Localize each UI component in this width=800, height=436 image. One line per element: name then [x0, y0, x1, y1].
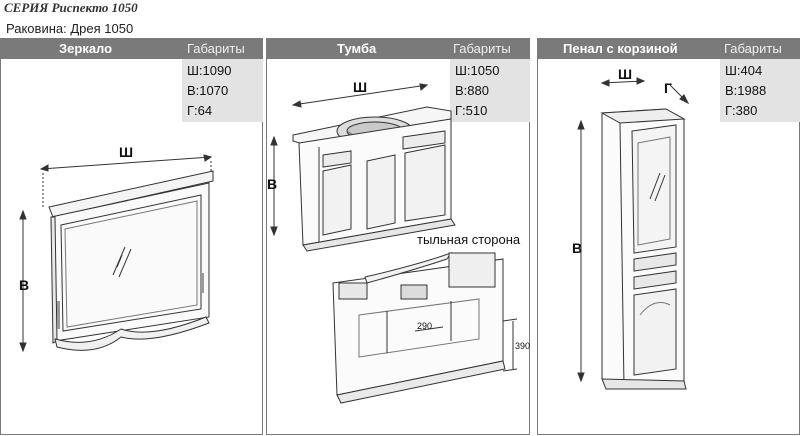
vanity-height-value: В:880 [455, 83, 489, 98]
sink-subtitle: Раковина: Дрея 1050 [6, 21, 134, 36]
mirror-width-value: Ш:1090 [187, 63, 232, 78]
vanity-panel-header: Тумба Габариты [267, 39, 529, 59]
tall-cabinet-height-label: В [572, 240, 582, 256]
mirror-height-label: В [19, 277, 29, 293]
mirror-dims-heading: Габариты [187, 41, 245, 56]
vanity-width-label: Ш [353, 79, 367, 95]
vanity-depth-value: Г:510 [455, 103, 488, 118]
vanity-back-opening-value: 290 [417, 321, 432, 331]
tall-cabinet-panel-header: Пенал с корзиной Габариты [538, 39, 799, 59]
vanity-height-label: В [267, 176, 277, 192]
vanity-width-value: Ш:1050 [455, 63, 500, 78]
mirror-panel: Зеркало Габариты Ш:1090 В:1070 Г:64 [0, 38, 263, 435]
mirror-drawing: Ш В [19, 144, 214, 353]
mirror-height-value: В:1070 [187, 83, 229, 98]
tall-cabinet-dims-box: Ш:404 В:1988 Г:380 [720, 59, 800, 122]
vanity-drawing: Ш В тыльная сторона 290 390 [267, 79, 530, 404]
vanity-back-label: тыльная сторона [417, 232, 521, 247]
mirror-depth-value: Г:64 [187, 103, 213, 118]
mirror-dims-box: Ш:1090 В:1070 Г:64 [182, 59, 263, 122]
tall-cabinet-width-label: Ш [618, 66, 632, 82]
tall-cabinet-width-value: Ш:404 [725, 63, 763, 78]
tall-cabinet-panel: Пенал с корзиной Габариты Ш:404 В:1988 Г… [537, 38, 800, 435]
tall-cabinet-panel-title: Пенал с корзиной [563, 41, 678, 56]
mirror-width-label: Ш [119, 144, 133, 160]
mirror-panel-header: Зеркало Габариты [1, 39, 262, 59]
mirror-panel-title: Зеркало [59, 41, 113, 56]
series-title: СЕРИЯ Риспекто 1050 [4, 0, 138, 15]
tall-cabinet-height-value: В:1988 [725, 83, 767, 98]
tall-cabinet-dims-heading: Габариты [724, 41, 782, 56]
tall-cabinet-drawing: Ш Г В [572, 66, 690, 390]
vanity-panel: Тумба Габариты Ш:1050 В:880 Г:510 [266, 38, 530, 435]
tall-cabinet-depth-value: Г:380 [725, 103, 758, 118]
vanity-back-height-value: 390 [515, 341, 530, 351]
tall-cabinet-depth-label: Г [664, 80, 672, 96]
vanity-dims-box: Ш:1050 В:880 Г:510 [450, 59, 530, 122]
vanity-panel-title: Тумба [337, 41, 377, 56]
vanity-dims-heading: Габариты [453, 41, 511, 56]
